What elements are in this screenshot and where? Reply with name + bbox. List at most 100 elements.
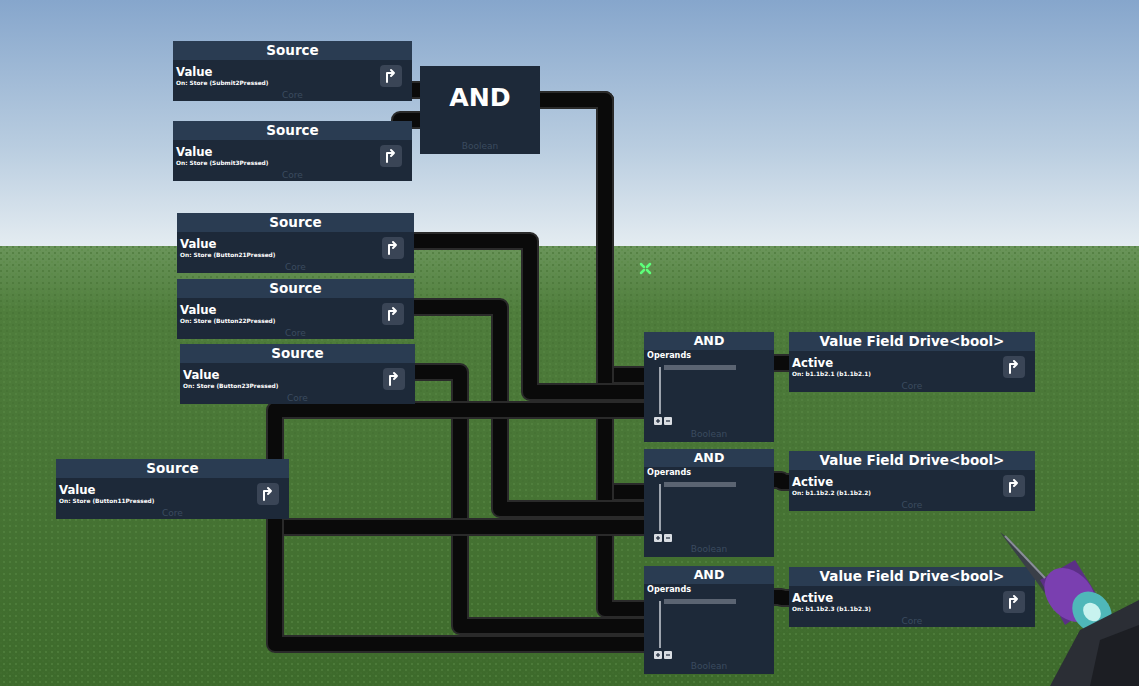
node-title: Source bbox=[173, 41, 412, 60]
output-icon bbox=[1003, 356, 1025, 378]
wire-edge bbox=[275, 410, 644, 487]
wire-core bbox=[275, 410, 644, 487]
operand-rail bbox=[659, 367, 661, 414]
source-node: SourceValueOn: Store (Submit2Pressed)Cor… bbox=[173, 41, 412, 101]
field-target: On: Store (Button11Pressed) bbox=[56, 497, 289, 505]
output-icon bbox=[382, 237, 404, 259]
wire-edge bbox=[540, 100, 644, 492]
wire-edge bbox=[540, 100, 644, 375]
wire-core bbox=[774, 597, 789, 598]
wire-edge bbox=[774, 354, 789, 372]
source-node: SourceValueOn: Store (Button21Pressed)Co… bbox=[177, 213, 414, 273]
ground bbox=[0, 246, 1139, 686]
node-title: AND bbox=[420, 66, 540, 114]
field-target: On: Store (Submit3Pressed) bbox=[173, 159, 412, 167]
icon-ground bbox=[382, 303, 404, 325]
wire bbox=[540, 100, 644, 492]
add-button bbox=[654, 534, 662, 542]
wire-edge bbox=[275, 487, 644, 644]
icon-arrow bbox=[387, 150, 394, 162]
wire-core bbox=[540, 100, 644, 375]
tool-tip bbox=[1000, 532, 1139, 686]
icon-arrow bbox=[389, 308, 396, 320]
remove-sign bbox=[666, 654, 670, 655]
add-sign bbox=[657, 536, 658, 540]
wire bbox=[774, 363, 789, 364]
operand-list bbox=[652, 481, 742, 543]
field-name: Active bbox=[789, 356, 1035, 370]
operand-list bbox=[652, 364, 742, 426]
field-target: On: Store (Button22Pressed) bbox=[177, 317, 414, 325]
node-title: AND bbox=[644, 449, 774, 467]
icon-arrow bbox=[387, 70, 394, 82]
and-node: ANDOperandsBoolean bbox=[644, 332, 774, 442]
node-title: AND bbox=[644, 566, 774, 584]
source-node: SourceValueOn: Store (Submit3Pressed)Cor… bbox=[173, 121, 412, 181]
field-name: Active bbox=[789, 591, 1035, 605]
type-label: Boolean bbox=[644, 428, 774, 440]
category-label: Core bbox=[789, 380, 1035, 392]
field-name: Value bbox=[56, 483, 289, 497]
wire bbox=[774, 597, 789, 598]
node-title: Value Field Drive<bool> bbox=[789, 567, 1035, 586]
wire-edge bbox=[774, 597, 789, 598]
field-name: Value bbox=[180, 368, 415, 382]
icon-ground bbox=[383, 368, 405, 390]
icon-arrow bbox=[1010, 361, 1017, 373]
wire-core bbox=[774, 480, 789, 482]
field-target: On: Store (Button23Pressed) bbox=[180, 382, 415, 390]
wire-core bbox=[540, 100, 644, 492]
icon-ground bbox=[1003, 475, 1025, 497]
category-label: Core bbox=[177, 327, 414, 339]
wire-edge bbox=[275, 487, 644, 527]
node-title: AND bbox=[644, 332, 774, 350]
and-node: AND Boolean bbox=[420, 66, 540, 154]
operand-list bbox=[652, 598, 742, 660]
output-icon bbox=[380, 65, 402, 87]
wire bbox=[275, 487, 644, 527]
type-label: Boolean bbox=[420, 140, 540, 152]
field-target: On: b1.1b2.2 (b1.1b2.2) bbox=[789, 489, 1035, 497]
add-button bbox=[654, 417, 662, 425]
operands-label: Operands bbox=[644, 350, 774, 361]
icon-ground bbox=[382, 237, 404, 259]
category-label: Core bbox=[177, 261, 414, 273]
field-name: Value bbox=[173, 145, 412, 159]
operands-label: Operands bbox=[644, 467, 774, 478]
drive-node: Value Field Drive<bool> ActiveOn: b1.1b2.… bbox=[789, 567, 1035, 627]
operand-rail bbox=[659, 601, 661, 648]
field-target: On: b1.1b2.3 (b1.1b2.3) bbox=[789, 605, 1035, 613]
category-label: Core bbox=[789, 615, 1035, 627]
output-icon bbox=[257, 483, 279, 505]
wire-edge bbox=[774, 480, 789, 482]
add-sign bbox=[657, 653, 658, 657]
node-title: Source bbox=[177, 279, 414, 298]
category-label: Core bbox=[56, 507, 289, 519]
category-label: Core bbox=[180, 392, 415, 404]
icon-ground bbox=[380, 145, 402, 167]
category-label: Core bbox=[173, 89, 412, 101]
node-title: Value Field Drive<bool> bbox=[789, 332, 1035, 351]
category-label: Core bbox=[173, 169, 412, 181]
icon-arrow bbox=[264, 488, 271, 500]
crosshair bbox=[641, 264, 650, 273]
wire bbox=[774, 480, 789, 482]
node-title: Value Field Drive<bool> bbox=[789, 451, 1035, 470]
icon-ground bbox=[257, 483, 279, 505]
grass-texture bbox=[0, 246, 1139, 686]
output-icon bbox=[382, 303, 404, 325]
wire bbox=[275, 487, 644, 644]
icon-ground bbox=[1003, 356, 1025, 378]
field-target: On: b1.1b2.1 (b1.1b2.1) bbox=[789, 370, 1035, 378]
field-name: Active bbox=[789, 475, 1035, 489]
field-target: On: Store (Button21Pressed) bbox=[177, 251, 414, 259]
wire-core bbox=[774, 356, 789, 370]
field-name: Value bbox=[177, 237, 414, 251]
wire bbox=[275, 410, 644, 487]
type-label: Boolean bbox=[644, 543, 774, 555]
drive-node: Value Field Drive<bool> ActiveOn: b1.1b2.… bbox=[789, 451, 1035, 511]
output-icon bbox=[1003, 475, 1025, 497]
field-name: Value bbox=[173, 65, 412, 79]
icon-arrow bbox=[389, 242, 396, 254]
